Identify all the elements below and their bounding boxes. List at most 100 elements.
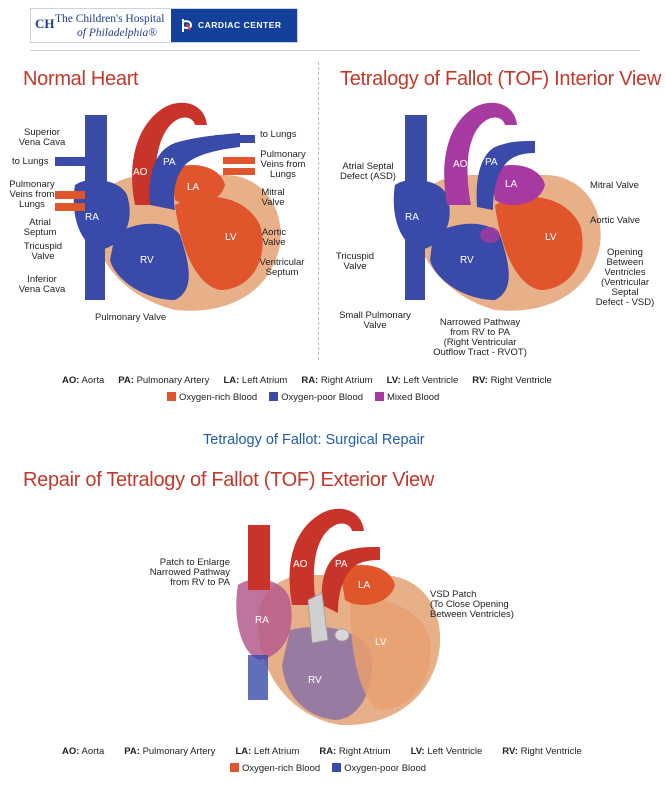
tof-label-la: LA <box>505 179 518 190</box>
svc-vessel <box>85 115 107 195</box>
surgical-repair-subtitle: Tetralogy of Fallot: Surgical Repair <box>203 432 425 448</box>
label-pulm-veins-left: Pulmonary Veins from Lungs <box>9 179 55 210</box>
label-vsd-patch: VSD Patch (To Close Opening Between Vent… <box>430 589 514 620</box>
label-la: LA <box>187 182 200 193</box>
ra-chamber <box>73 179 130 250</box>
label-lv: LV <box>225 232 237 243</box>
cardiac-center-banner[interactable]: CARDIAC CENTER <box>171 9 297 42</box>
label-narrowed-rvot: Narrowed Pathway from RV to PA (Right Ve… <box>433 317 527 358</box>
repair-title: Repair of Tetralogy of Fallot (TOF) Exte… <box>23 469 435 491</box>
right-pulm-vein-1 <box>223 157 255 164</box>
header-divider <box>30 50 640 51</box>
label-rv: RV <box>140 255 154 266</box>
la-chamber <box>170 165 225 205</box>
swatch-oxygen-poor <box>269 392 279 401</box>
repair-label-rv: RV <box>308 675 322 686</box>
label-ivc: Inferior Vena Cava <box>18 274 66 295</box>
legend-la: LA: Left Atrium <box>223 375 288 386</box>
tof-interior-diagram: AO PA LA RA LV RV <box>393 102 601 311</box>
repair-rv <box>282 626 372 720</box>
tof-pa <box>476 141 535 210</box>
hospital-logo[interactable]: CH The Children's Hospital of Philadelph… <box>31 9 171 42</box>
tof-la-chamber <box>490 165 545 205</box>
repair-diagram: AO PA LA RA LV RV <box>236 508 441 726</box>
repair-svc <box>248 525 270 590</box>
normal-heart-diagram: AO PA LA RA LV RV <box>55 102 281 311</box>
tof-interior-title: Tetralogy of Fallot (TOF) Interior View <box>340 68 662 90</box>
legend-lv: LV: Left Ventricle <box>386 375 459 386</box>
label-rvot-patch: Patch to Enlarge Narrowed Pathway from R… <box>149 557 230 588</box>
label-tof-tricuspid: Tricuspid Valve <box>335 251 375 272</box>
legend-rv: RV: Right Ventricle <box>472 375 552 386</box>
hospital-name-line1: The Children's Hospital <box>55 13 165 25</box>
tof-ra-chamber <box>393 179 450 250</box>
swatch-mixed <box>375 392 385 401</box>
legend-bottom-ra: RA: Right Atrium <box>319 746 391 757</box>
label-mitral-normal: Mitral Valve <box>261 187 285 208</box>
label-pulm-veins-right: Pulmonary Veins from Lungs <box>260 149 306 180</box>
tof-vsd-opening <box>480 227 500 243</box>
repair-label-la: LA <box>358 580 371 591</box>
rvot-patch <box>307 592 329 644</box>
rv-chamber <box>110 223 189 300</box>
repair-ivc <box>248 655 268 700</box>
right-pulm-vein-2 <box>223 168 255 175</box>
swatch-oxygen-rich <box>167 392 176 401</box>
normal-heart-title: Normal Heart <box>23 68 139 90</box>
tof-label-rv: RV <box>460 255 474 266</box>
pa-vessel <box>149 133 240 210</box>
label-aortic-normal: Aortic Valve <box>261 227 287 248</box>
legend-ra: RA: Right Atrium <box>301 375 373 386</box>
legend-top-abbrevs: AO: Aorta PA: Pulmonary Artery LA: Left … <box>62 375 602 386</box>
legend-bottom-ao: AO: Aorta <box>62 746 105 757</box>
legend-oxygen-poor: Oxygen-poor Blood <box>269 392 363 403</box>
label-svc: Superior Vena Cava <box>18 127 66 148</box>
repair-label-pa: PA <box>335 559 348 570</box>
left-pa-branch <box>55 157 87 166</box>
legend-bottom-la: LA: Left Atrium <box>235 746 300 757</box>
repair-label-ao: AO <box>293 559 308 570</box>
label-to-lungs-left: to Lungs <box>12 156 49 167</box>
tof-lv-chamber <box>495 196 583 290</box>
repair-lv <box>350 598 431 710</box>
legend-bottom-rv: RV: Right Ventricle <box>502 746 582 757</box>
left-pulm-vein-2 <box>55 203 85 211</box>
hospital-name-line2: of Philadelphia® <box>77 27 157 39</box>
panel-divider <box>318 62 319 360</box>
vsd-patch <box>334 628 350 642</box>
label-tof-aortic: Aortic Valve <box>590 215 640 226</box>
label-tricuspid: Tricuspid Valve <box>23 241 63 262</box>
legend-bottom-lv: LV: Left Ventricle <box>410 746 483 757</box>
tof-label-ao: AO <box>453 159 468 170</box>
legend-bottom-colors: Oxygen-rich Blood Oxygen-poor Blood <box>230 763 426 774</box>
legend-bottom-abbrevs: AO: Aorta PA: Pulmonary Artery LA: Left … <box>62 746 642 757</box>
cardiac-center-icon <box>182 19 193 32</box>
legend-top-colors: Oxygen-rich Blood Oxygen-poor Blood Mixe… <box>167 392 439 403</box>
legend-bottom-oxygen-rich: Oxygen-rich Blood <box>230 763 320 774</box>
tof-label-pa: PA <box>485 157 498 168</box>
repair-label-lv: LV <box>375 637 387 648</box>
tof-svc <box>405 115 427 195</box>
ivc-vessel <box>85 240 105 300</box>
hospital-header: CH The Children's Hospital of Philadelph… <box>30 8 298 43</box>
legend-ao: AO: Aorta <box>62 375 105 386</box>
label-vent-septum: Ventricular Septum <box>259 257 305 278</box>
repair-aorta <box>289 508 364 605</box>
label-atrial-septum: Atrial Septum <box>23 217 57 238</box>
cardiac-center-label: CARDIAC CENTER <box>198 20 282 30</box>
tof-label-lv: LV <box>545 232 557 243</box>
label-asd: Atrial Septal Defect (ASD) <box>340 161 396 182</box>
legend-mixed: Mixed Blood <box>375 392 439 403</box>
tof-label-ra: RA <box>405 212 419 223</box>
label-vsd: Opening Between Ventricles (Ventricular … <box>595 247 655 308</box>
label-to-lungs-right: to Lungs <box>260 129 297 140</box>
swatch-bottom-oxygen-rich <box>230 763 239 772</box>
repair-la <box>340 565 395 605</box>
legend-bottom-pa: PA: Pulmonary Artery <box>124 746 216 757</box>
repair-ra <box>236 579 292 660</box>
label-pulmonary-valve: Pulmonary Valve <box>95 312 167 323</box>
legend-bottom-oxygen-poor: Oxygen-poor Blood <box>332 763 426 774</box>
legend-oxygen-rich: Oxygen-rich Blood <box>167 392 257 403</box>
label-ao: AO <box>133 167 148 178</box>
left-pulm-vein-1 <box>55 191 85 199</box>
